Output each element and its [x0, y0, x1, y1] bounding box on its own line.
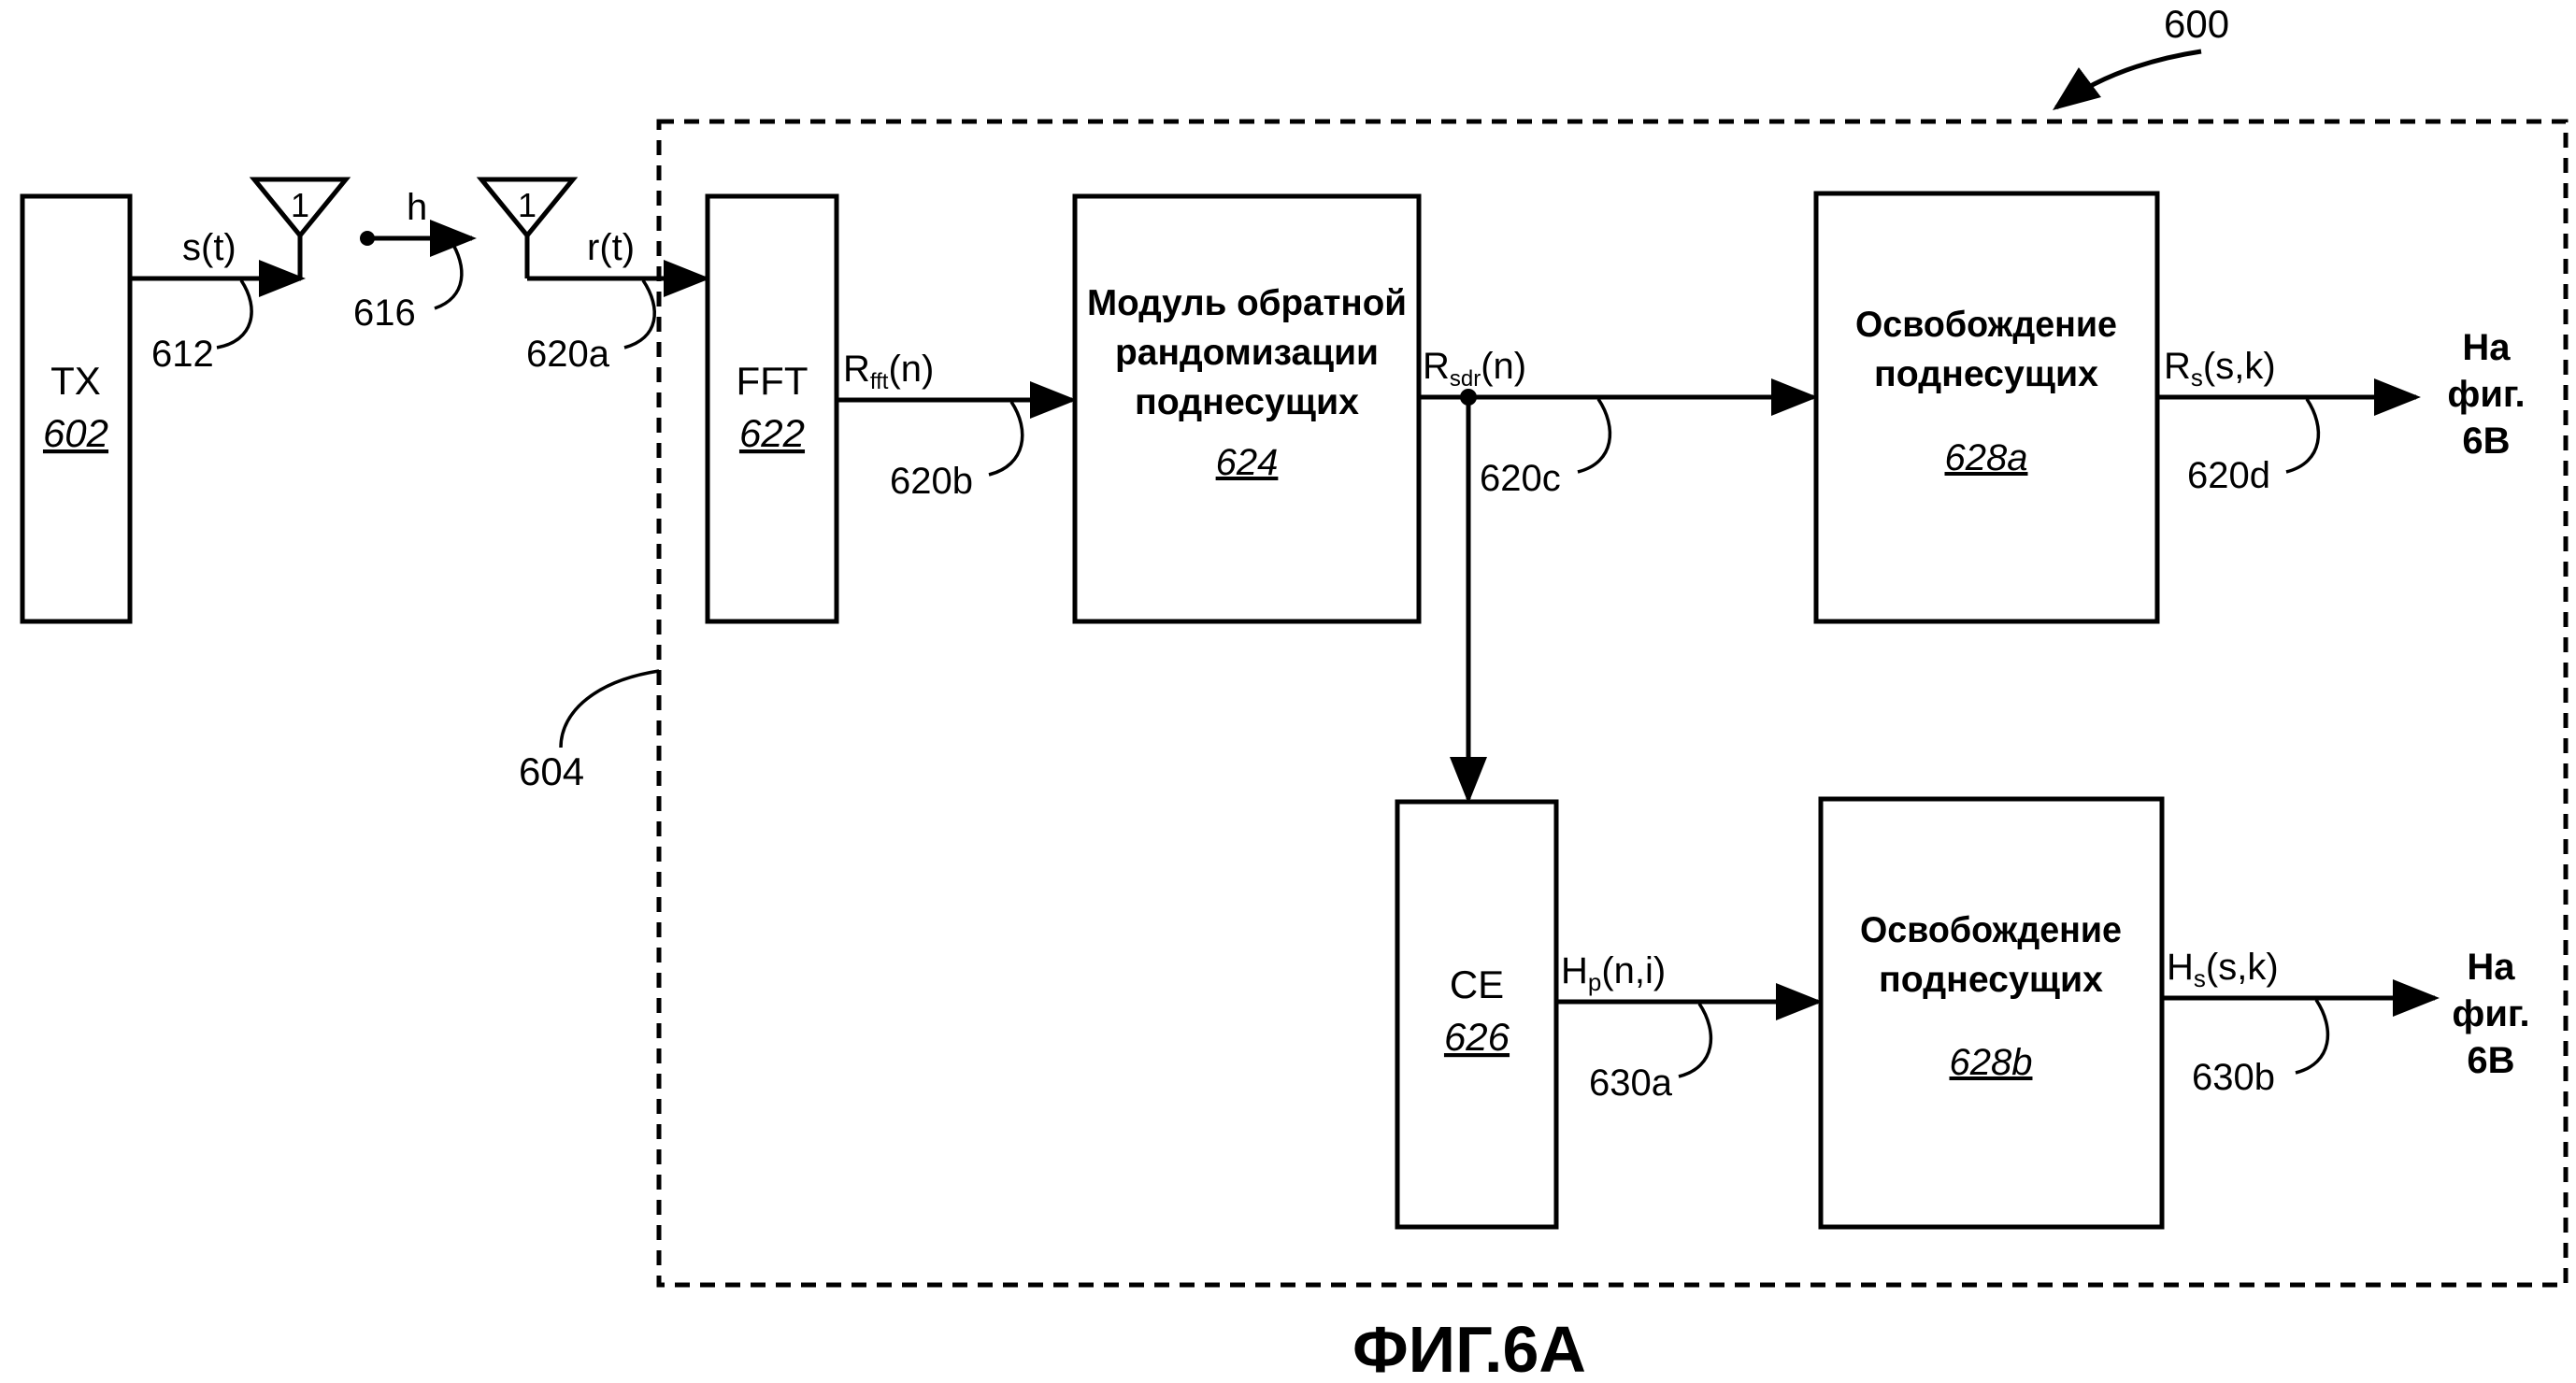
- signal-rs-leader: [2285, 398, 2321, 474]
- fft-block: [705, 193, 839, 624]
- signal-rsdr-label: Rsdr(n): [1423, 346, 1526, 392]
- signal-hp-label: Hp(n,i): [1561, 950, 1666, 996]
- fft-label: FFT: [737, 359, 809, 403]
- signal-rfft-label: Rfft(n): [843, 349, 934, 394]
- signal-hs-label: Hs(s,k): [2167, 947, 2279, 992]
- tx-block: [20, 193, 133, 624]
- tx-ref: 602: [43, 411, 108, 455]
- receiver-boundary: [656, 119, 2569, 1288]
- signal-s-leader: [216, 279, 253, 349]
- derandomization-block: [1072, 193, 1422, 624]
- ce-label: CE: [1450, 962, 1504, 1006]
- signal-rsdr-leader: [1577, 398, 1612, 474]
- output-b-line2: фиг.: [2452, 993, 2529, 1034]
- tx-antenna-label: 1: [291, 186, 309, 224]
- derandomization-ref: 624: [1216, 442, 1279, 483]
- derandomization-line2: рандомизации: [1115, 333, 1379, 373]
- ce-ref: 626: [1444, 1015, 1510, 1059]
- tx-label: TX: [50, 359, 101, 403]
- derandomization-line1: Модуль обратной: [1087, 283, 1407, 323]
- signal-r-label: r(t): [587, 227, 635, 268]
- channel-label: h: [407, 187, 427, 228]
- derandomization-line3: поднесущих: [1135, 382, 1359, 422]
- ce-block: [1395, 799, 1559, 1230]
- release-block-a: [1813, 191, 2160, 624]
- signal-s-ref: 612: [151, 334, 214, 375]
- channel-ref: 616: [353, 292, 416, 334]
- channel-leader: [434, 239, 464, 310]
- release-b-line1: Освобождение: [1860, 910, 2122, 950]
- signal-s-label: s(t): [182, 227, 236, 268]
- signal-hs-leader: [2295, 999, 2330, 1075]
- fft-ref: 622: [739, 411, 805, 455]
- release-a-ref: 628a: [1945, 437, 2028, 478]
- output-a-line1: На: [2462, 327, 2511, 368]
- signal-rfft-ref: 620b: [890, 461, 973, 502]
- rx-antenna-icon: [476, 177, 579, 239]
- figure-caption: ФИГ.6А: [1352, 1313, 1586, 1383]
- signal-hp-leader: [1678, 1003, 1713, 1078]
- figure-ref-arrow: [2052, 49, 2202, 110]
- system-ref-leader: [559, 669, 660, 749]
- release-block-b: [1818, 796, 2165, 1230]
- signal-rs-label: Rs(s,k): [2164, 346, 2276, 392]
- signal-rfft-leader: [988, 401, 1024, 477]
- output-a-line3: 6B: [2462, 421, 2510, 462]
- release-a-line1: Освобождение: [1855, 305, 2117, 345]
- signal-r-leader: [623, 279, 656, 349]
- release-b-ref: 628b: [1950, 1042, 2033, 1083]
- output-a-line2: фиг.: [2447, 374, 2525, 415]
- signal-hp-ref: 630a: [1589, 1062, 1673, 1104]
- signal-hs-ref: 630b: [2192, 1057, 2275, 1098]
- figure-ref-label: 600: [2164, 2, 2229, 46]
- signal-rs-ref: 620d: [2187, 455, 2270, 496]
- signal-r-ref: 620a: [526, 334, 610, 375]
- release-a-line2: поднесущих: [1874, 354, 2098, 394]
- system-ref-label: 604: [519, 749, 584, 793]
- signal-rsdr-ref: 620c: [1480, 458, 1561, 499]
- output-b-line1: На: [2467, 947, 2515, 988]
- release-b-line2: поднесущих: [1879, 960, 2103, 1000]
- output-b-line3: 6B: [2467, 1040, 2514, 1081]
- tx-antenna-icon: [249, 177, 351, 239]
- rx-antenna-label: 1: [518, 186, 537, 224]
